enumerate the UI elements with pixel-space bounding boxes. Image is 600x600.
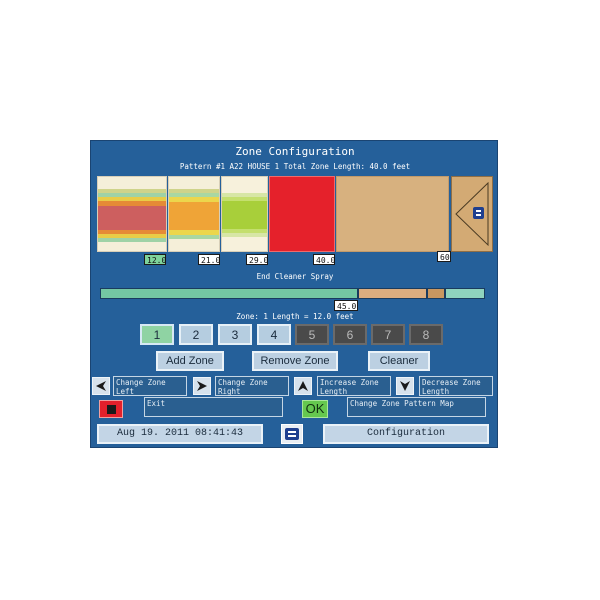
zone-2-end-marker: 21.0: [198, 254, 220, 265]
logo-button[interactable]: [281, 424, 303, 444]
zone-button-4[interactable]: 4: [257, 324, 291, 345]
configuration-button[interactable]: Configuration: [323, 424, 489, 444]
decrease-zone-length-button[interactable]: [396, 377, 414, 395]
zone-button-2[interactable]: 2: [179, 324, 213, 345]
end-cleaner-head: [451, 176, 493, 252]
datetime-display[interactable]: Aug 19. 2011 08:41:43: [97, 424, 263, 444]
spray-segment-end: [445, 288, 485, 299]
remove-zone-button[interactable]: Remove Zone: [252, 351, 338, 371]
ok-button[interactable]: OK: [302, 400, 328, 418]
zone-4-end-marker: 40.0: [313, 254, 335, 265]
increase-zone-length-hint: Increase Zone Length: [317, 376, 391, 396]
zone-button-5[interactable]: 5: [295, 324, 329, 345]
zone-info: Zone: 1 Length = 12.0 feet: [236, 312, 354, 321]
page-title: Zone Configuration: [235, 145, 355, 158]
arrow-left-icon: [96, 381, 106, 391]
zone-button-3[interactable]: 3: [218, 324, 252, 345]
decrease-zone-length-hint: Decrease Zone Length: [419, 376, 493, 396]
pattern-end-marker: 60: [437, 251, 451, 262]
zone-button-8[interactable]: 8: [409, 324, 443, 345]
arrow-down-icon: [400, 381, 410, 391]
end-cleaner-marker: 45.0: [334, 300, 358, 311]
change-zone-left-button[interactable]: [92, 377, 110, 395]
change-pattern-map-hint: Change Zone Pattern Map: [347, 397, 486, 417]
stop-icon: [107, 405, 116, 414]
zone-1-strip[interactable]: [97, 176, 167, 252]
zone-button-7[interactable]: 7: [371, 324, 405, 345]
spray-segment-orange: [358, 288, 427, 299]
arrow-up-icon: [298, 381, 308, 391]
spray-segment-brown: [427, 288, 445, 299]
zone-3-strip[interactable]: [221, 176, 268, 252]
exit-button[interactable]: [99, 400, 123, 418]
zone-1-end-marker: 12.0: [144, 254, 166, 265]
end-cleaner-label: End Cleaner Spray: [256, 272, 334, 281]
pattern-subtitle: Pattern #1 A22 HOUSE 1 Total Zone Length…: [179, 162, 411, 171]
zone-5-strip[interactable]: [336, 176, 449, 252]
change-zone-right-button[interactable]: [193, 377, 211, 395]
add-zone-button[interactable]: Add Zone: [156, 351, 224, 371]
spray-segment-main: [100, 288, 358, 299]
arrow-right-icon: [197, 381, 207, 391]
change-zone-right-hint: Change Zone Right: [215, 376, 289, 396]
zone-configuration-panel: Zone Configuration Pattern #1 A22 HOUSE …: [90, 140, 498, 448]
zone-3-end-marker: 29.0: [246, 254, 268, 265]
change-zone-left-hint: Change Zone Left: [113, 376, 187, 396]
zone-button-1[interactable]: 1: [140, 324, 174, 345]
exit-hint: Exit: [144, 397, 283, 417]
zone-button-6[interactable]: 6: [333, 324, 367, 345]
zone-4-strip[interactable]: [269, 176, 335, 252]
increase-zone-length-button[interactable]: [294, 377, 312, 395]
zone-2-strip[interactable]: [168, 176, 220, 252]
brand-logo-icon: [285, 428, 299, 440]
cleaner-button[interactable]: Cleaner: [368, 351, 430, 371]
end-cleaner-triangle-icon: [455, 181, 489, 247]
